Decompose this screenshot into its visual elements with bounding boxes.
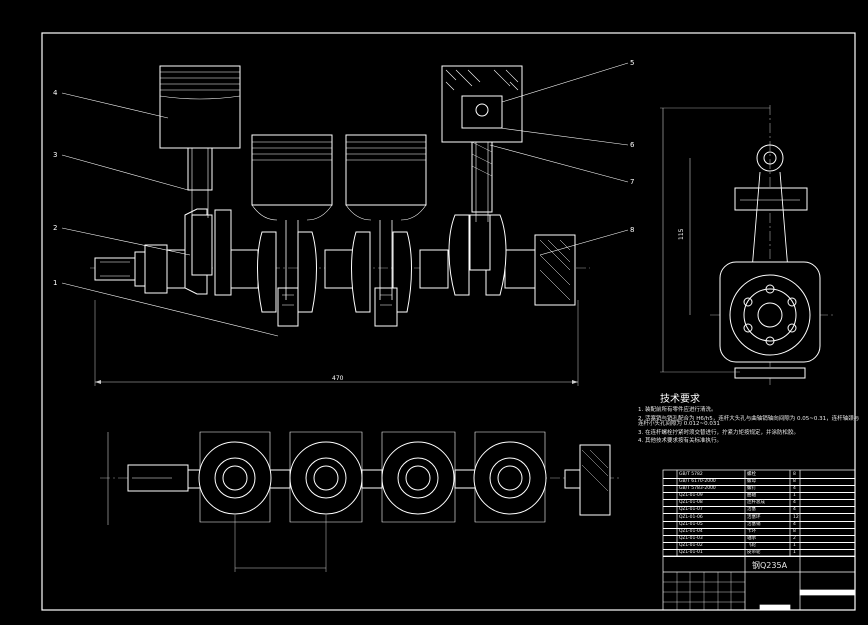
parts-list-cell: 8: [793, 472, 796, 477]
callout-8: 8: [630, 226, 634, 234]
front-view: [61, 62, 629, 386]
parts-list-row: QZL-01-09 曲轴 1: [663, 492, 855, 501]
parts-list-cell: 4: [793, 500, 796, 506]
tech-requirement-item: 1. 装配前所有零件应进行清洗。: [638, 407, 717, 413]
parts-list-cell: 4: [793, 521, 796, 527]
drawing-border: [41, 32, 856, 611]
parts-list-cell: 螺栓: [747, 472, 756, 477]
parts-list-cell: QZL-01-09: [679, 493, 703, 499]
parts-list-cell: 4: [793, 486, 796, 492]
callout-6: 6: [630, 141, 635, 149]
parts-list-cell: QZL-01-08: [679, 500, 703, 506]
parts-list-cell: GB/T 5783-2000: [679, 486, 716, 492]
parts-list-cell: 12: [793, 514, 799, 520]
side-height-dimension: 115: [678, 228, 685, 240]
parts-list-cell: 2: [793, 535, 796, 541]
parts-list-cell: 轴承: [747, 535, 756, 541]
parts-list-cell: 曲轴: [747, 493, 756, 499]
parts-list-cell: 螺母: [747, 479, 756, 485]
parts-list-cell: QZL-01-03: [679, 535, 703, 541]
parts-list-cell: 4: [793, 507, 796, 513]
parts-list-cell: QZL-01-06: [679, 514, 703, 520]
parts-list-cell: 8: [793, 528, 796, 534]
parts-list-row: QZL-01-06 活塞环 12: [663, 514, 855, 522]
parts-list-cell: 8: [793, 479, 796, 485]
parts-list-cell: QZL-01-02: [679, 542, 703, 548]
tech-requirement-item: 3. 在连杆螺栓拧紧时须交替进行，拧紧力矩按规定，并涂防松胶。: [638, 429, 799, 436]
parts-list-cell: 皮带轮: [747, 549, 761, 555]
side-view: [660, 105, 835, 385]
callout-2: 2: [53, 224, 57, 232]
tech-requirement-item: 4. 其他技术要求按有关标准执行。: [638, 438, 722, 444]
parts-list-row: GB/T 5783-2000 螺钉 4: [663, 485, 855, 494]
parts-list-cell: QZL-01-05: [679, 521, 703, 527]
callout-1: 1: [53, 279, 57, 287]
parts-list-cell: QZL-01-07: [679, 507, 703, 513]
callout-3: 3: [53, 151, 57, 159]
parts-list-row: QZL-01-03 轴承 2: [663, 535, 855, 543]
parts-list-cell: 活塞: [747, 507, 756, 513]
parts-list-cell: 1: [793, 542, 796, 548]
parts-list-row: GB/T 6170-2000 螺母 8: [663, 478, 855, 487]
parts-list-cell: QZL-01-01: [679, 549, 703, 555]
bottom-view: [100, 431, 620, 572]
callout-4: 4: [53, 89, 58, 97]
parts-list-cell: 飞轮: [747, 542, 756, 548]
material-label: 钢Q235A: [752, 561, 788, 570]
parts-list-cell: 卡环: [747, 528, 756, 534]
parts-list-row: GB/T 5782 螺栓 8: [663, 471, 855, 480]
parts-list-cell: QZL-01-04: [679, 528, 703, 534]
parts-list-cell: 1: [793, 493, 796, 499]
callout-5: 5: [630, 59, 634, 67]
parts-list-row: QZL-01-05 活塞销 4: [663, 521, 855, 529]
parts-list-row: QZL-01-07 活塞 4: [663, 506, 855, 515]
tech-requirement-item: 2. 活塞销与销孔配合为 H6/h5，连杆大头孔与曲轴销轴向间隙为 0.05~0…: [638, 415, 860, 427]
parts-list-row: QZL-01-04 卡环 8: [663, 528, 855, 536]
parts-list-row: QZL-01-08 连杆总成 4: [663, 499, 855, 508]
parts-list-cell: 活塞环: [747, 514, 761, 520]
parts-list-cell: GB/T 6170-2000: [679, 479, 716, 485]
parts-list-row: QZL-01-02 飞轮 1: [663, 542, 855, 550]
parts-list-row: QZL-01-01 皮带轮 1: [663, 549, 855, 557]
parts-list-cell: 1: [793, 549, 796, 555]
parts-list-cell: GB/T 5782: [679, 472, 703, 477]
parts-list-cell: 连杆总成: [747, 500, 765, 506]
overall-dimension: 470: [332, 375, 344, 382]
parts-list-cell: 活塞销: [747, 521, 761, 527]
parts-list-cell: 螺钉: [747, 486, 756, 492]
callout-7: 7: [630, 178, 634, 186]
tech-requirements-list: 1. 装配前所有零件应进行清洗。 2. 活塞销与销孔配合为 H6/h5，连杆大头…: [638, 407, 860, 445]
tech-requirements-title: 技术要求: [660, 394, 700, 405]
